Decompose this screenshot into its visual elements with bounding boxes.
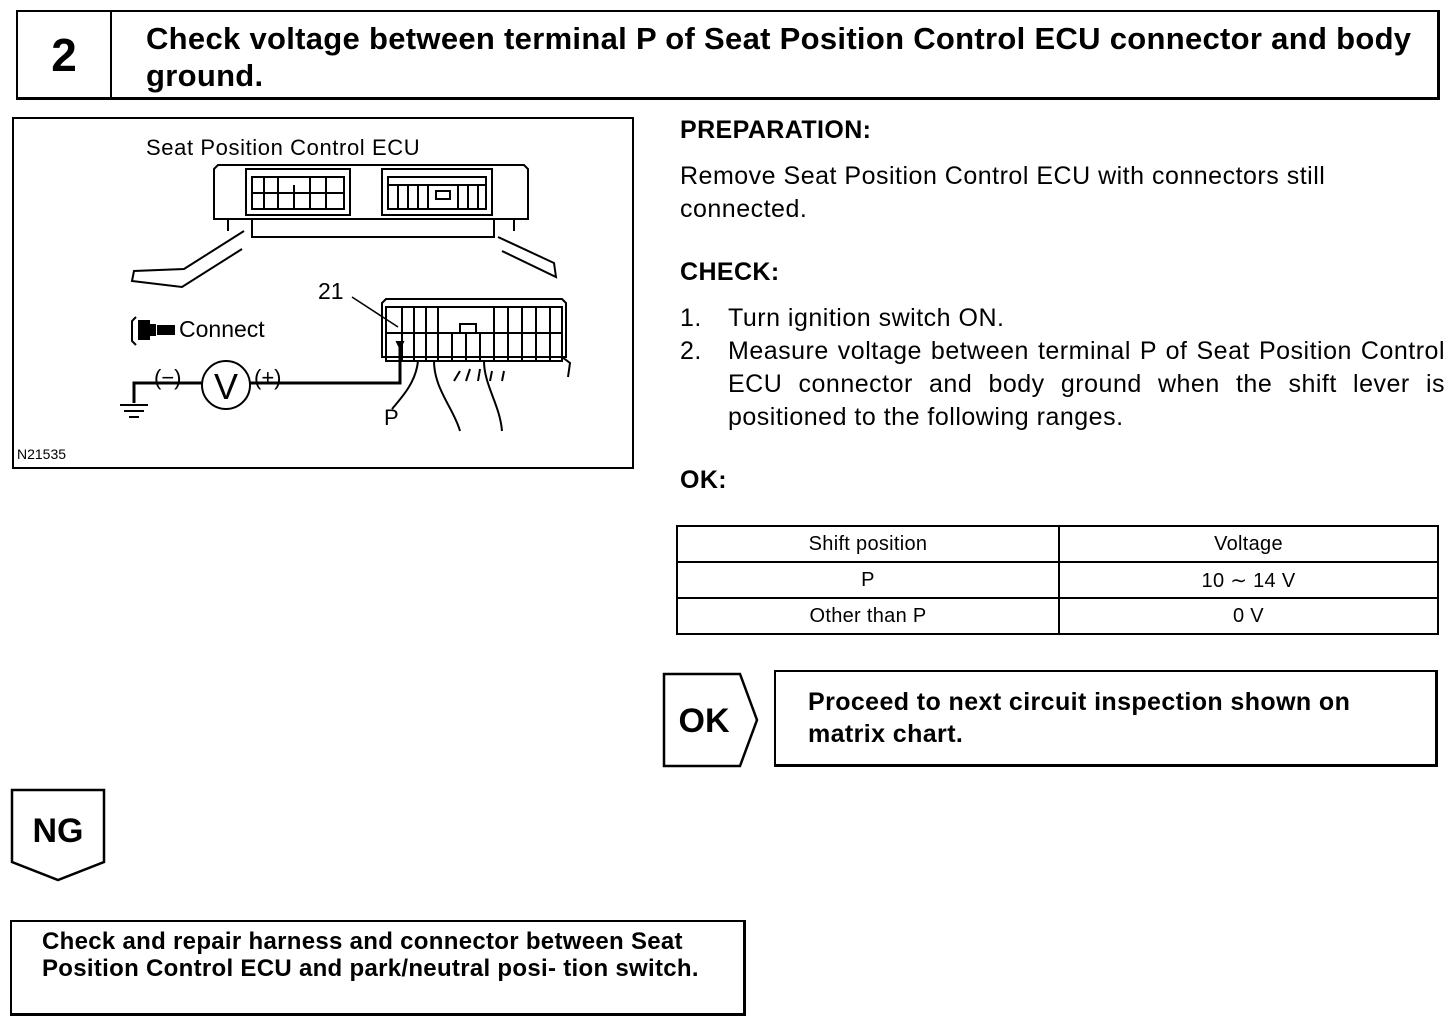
voltmeter-icon — [201, 360, 251, 410]
probe-wire-positive — [244, 345, 402, 385]
ng-action-box: Check and repair harness and connector b… — [10, 920, 746, 1016]
ecu-connector-left — [245, 168, 351, 216]
table-cell: P — [676, 561, 1060, 599]
check-steps: 1. Turn ignition switch ON. 2. Measure v… — [680, 302, 1445, 434]
terminal-p-label: P — [384, 405, 399, 430]
voltmeter-symbol: V — [214, 366, 238, 407]
probe-wire-negative — [132, 381, 204, 403]
table-cell: Other than P — [676, 597, 1060, 635]
ng-tag-label: NG — [33, 812, 84, 850]
terminal-21-label: 21 — [318, 278, 344, 304]
ok-action-box: Proceed to next circuit inspection shown… — [774, 670, 1438, 767]
ok-heading: OK: — [680, 466, 728, 494]
ecu-left-mount — [130, 230, 245, 289]
check-step-text: Measure voltage between terminal P of Se… — [728, 337, 1445, 431]
ok-tag-label: OK — [679, 702, 730, 740]
ground-icon — [120, 404, 148, 418]
ok-action-text: Proceed to next circuit inspection shown… — [808, 688, 1351, 748]
ok-result-tag: OK — [662, 672, 760, 768]
column-header: Voltage — [1058, 525, 1439, 563]
table-header-row: Shift position Voltage — [676, 525, 1439, 563]
connector-icon — [131, 316, 175, 346]
down-arrow-tag-icon: NG — [10, 788, 106, 882]
preparation-text: Remove Seat Position Control ECU with co… — [680, 162, 1326, 223]
table-cell: 0 V — [1058, 597, 1439, 635]
check-step: 2. Measure voltage between terminal P of… — [680, 335, 1445, 434]
column-header: Shift position — [676, 525, 1060, 563]
ecu-connector-right — [381, 168, 493, 216]
table-cell: 10 ∼ 14 V — [1058, 561, 1439, 599]
minus-label: (−) — [154, 365, 182, 390]
check-step-number: 1. — [680, 304, 702, 332]
ecu-diagram: V Seat Position Control ECU 21 Connect (… — [17, 135, 572, 462]
terminal-21-leader — [351, 296, 399, 328]
step-header: 2 Check voltage between terminal P of Se… — [16, 10, 1440, 100]
table-row: Other than P 0 V — [676, 597, 1439, 635]
ecu-body — [213, 164, 529, 220]
step-number: 2 — [18, 12, 112, 97]
voltage-spec-table: Shift position Voltage P 10 ∼ 14 V Other… — [676, 525, 1439, 635]
check-step-text: Turn ignition switch ON. — [728, 304, 1005, 332]
figure-id: N21535 — [17, 446, 66, 462]
right-arrow-tag-icon: OK — [662, 672, 759, 768]
check-step: 1. Turn ignition switch ON. — [680, 302, 1445, 335]
step-title: Check voltage between terminal P of Seat… — [146, 21, 1412, 93]
check-heading: CHECK: — [680, 258, 780, 286]
table-row: P 10 ∼ 14 V — [676, 561, 1439, 599]
check-step-number: 2. — [680, 337, 702, 365]
plus-label: (+) — [254, 365, 282, 390]
ecu-right-mount — [497, 236, 558, 279]
figure-title: Seat Position Control ECU — [146, 135, 420, 160]
ecu-illustration: V Seat Position Control ECU 21 Connect (… — [12, 117, 634, 469]
ng-result-tag: NG — [10, 788, 106, 882]
preparation-heading: PREPARATION: — [680, 116, 872, 144]
harness-connector — [381, 298, 567, 358]
ng-action-text: Check and repair harness and connector b… — [42, 928, 699, 982]
connect-label: Connect — [179, 316, 265, 342]
ecu-bracket — [218, 218, 524, 238]
